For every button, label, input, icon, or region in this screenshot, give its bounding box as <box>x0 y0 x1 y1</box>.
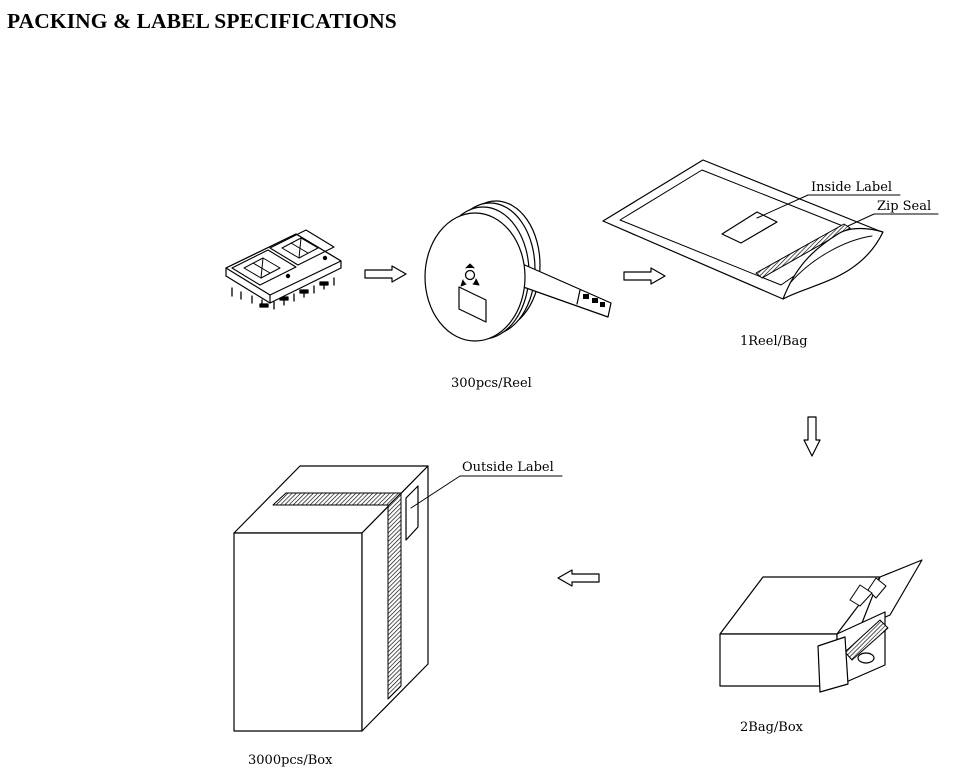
arrow-down-icon <box>803 416 821 457</box>
bag-caption: 1Reel/Bag <box>740 334 808 349</box>
page-title: PACKING & LABEL SPECIFICATIONS <box>7 9 397 33</box>
reel-caption: 300pcs/Reel <box>451 376 532 391</box>
large-box-illustration <box>233 465 563 732</box>
arrow-left-icon <box>557 569 600 587</box>
small-box-illustration <box>719 559 923 693</box>
zip-seal-text: Zip Seal <box>877 199 931 214</box>
small-box-caption: 2Bag/Box <box>740 720 804 735</box>
outside-label-text: Outside Label <box>462 460 554 475</box>
inside-label-text: Inside Label <box>811 180 892 195</box>
arrow-right-icon <box>364 265 407 283</box>
large-box-caption: 3000pcs/Box <box>248 753 333 768</box>
arrow-right-icon <box>623 267 666 285</box>
bag-illustration <box>602 159 939 300</box>
led-display-component <box>225 229 342 310</box>
reel-illustration <box>424 200 612 342</box>
